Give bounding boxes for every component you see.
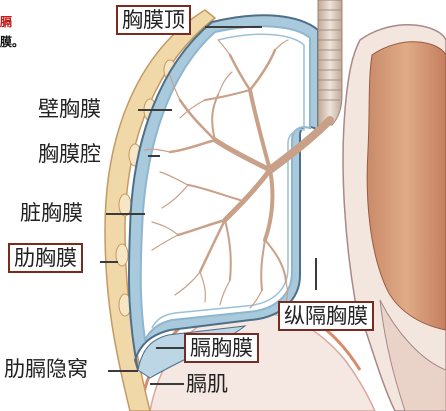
right-lung-tissue: [366, 41, 446, 331]
chest-wall: [104, 9, 217, 411]
right-lung-bottom-fold: [379, 299, 446, 411]
label-pleural-cavity: 胸膜腔: [38, 142, 101, 166]
label-diaphragmatic-pleura: 膈胸膜: [184, 333, 259, 363]
label-mediastinal-pleura: 纵隔胸膜: [278, 301, 374, 331]
label-parietal-pleura: 壁胸膜: [38, 97, 101, 121]
corner-text-line1: 膈: [0, 15, 13, 29]
label-costodiaphragmatic-recess: 肋膈隐窝: [4, 357, 88, 381]
label-pleural-apex: 胸膜顶: [116, 5, 191, 35]
label-diaphragm: 膈肌: [186, 372, 228, 396]
corner-text-line2: 膜。: [0, 35, 25, 49]
label-visceral-pleura: 脏胸膜: [20, 201, 83, 225]
label-costal-pleura: 肋胸膜: [8, 243, 83, 273]
bronchial-tree: [144, 39, 334, 309]
trachea-rings: [318, 9, 342, 101]
leader-lines: [100, 26, 317, 385]
trachea: [317, 0, 343, 126]
visceral-pleura: [151, 33, 305, 329]
